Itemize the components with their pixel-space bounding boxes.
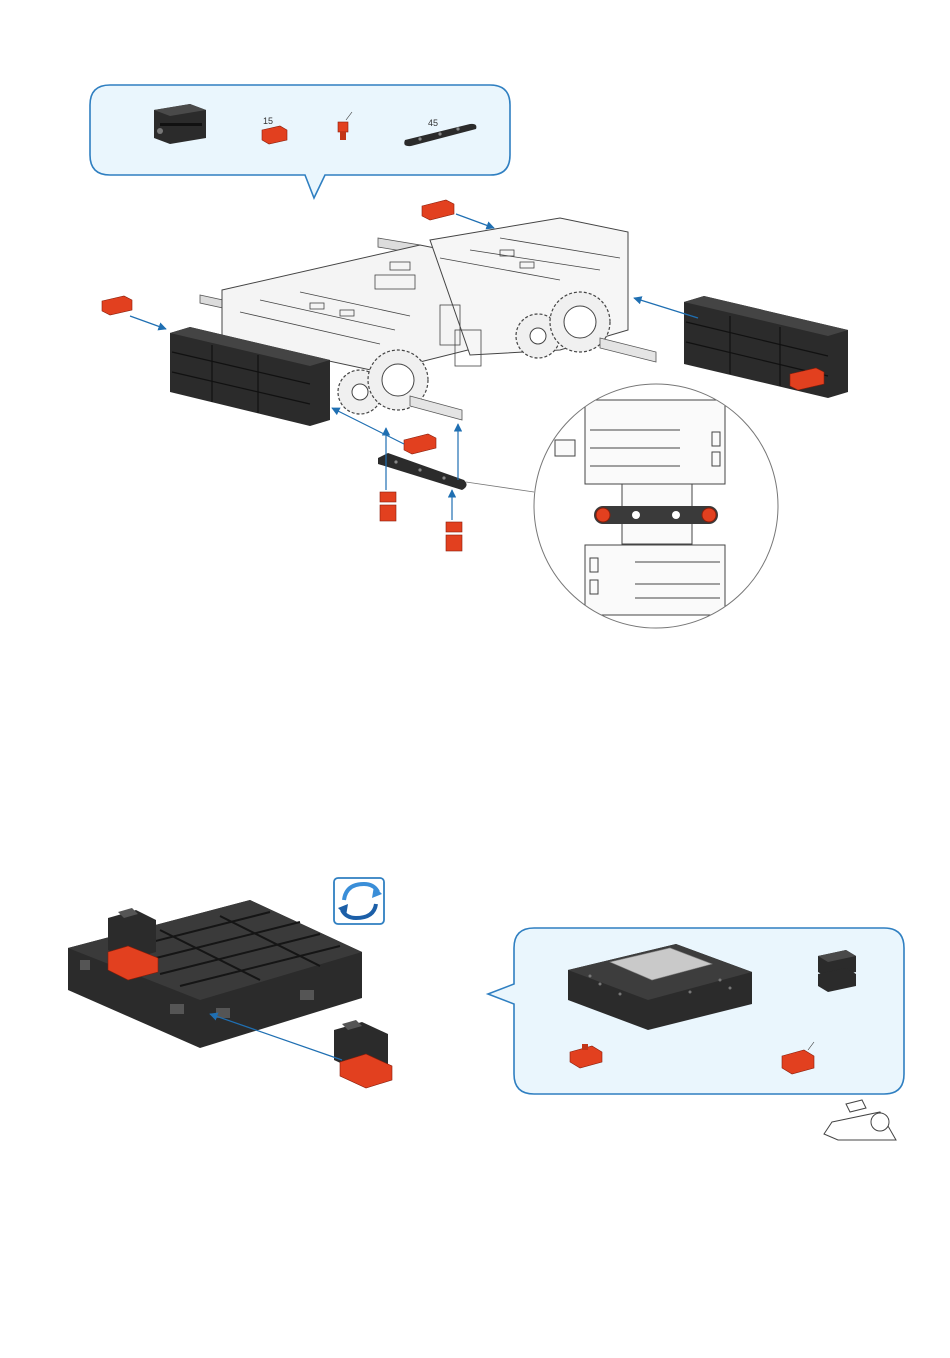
detail-leader-line bbox=[466, 482, 534, 492]
red-block-15-a bbox=[102, 296, 132, 315]
part-label-45: 45 bbox=[428, 118, 438, 128]
red-plug-a bbox=[380, 492, 396, 521]
building-block-30-pair-icon bbox=[818, 950, 856, 992]
part-label-15: 15 bbox=[263, 116, 273, 126]
rotate-arrows-icon bbox=[334, 878, 384, 924]
arrow-center-red bbox=[332, 408, 404, 444]
puzzle-piece-icon bbox=[824, 1100, 896, 1140]
step2-assembly bbox=[68, 900, 392, 1088]
step1-parts-callout: 15 45 bbox=[90, 85, 510, 198]
red-block-15-b bbox=[422, 200, 454, 220]
building-block-30-icon bbox=[154, 104, 206, 144]
step2-parts-callout bbox=[488, 928, 904, 1094]
loose-block bbox=[334, 1020, 392, 1088]
arrow-left-red bbox=[130, 316, 166, 329]
red-plug-b bbox=[446, 522, 462, 551]
arrow-top-red bbox=[456, 214, 494, 228]
detail-magnifier bbox=[534, 384, 778, 628]
red-block-15-c bbox=[404, 434, 436, 454]
mounted-block bbox=[108, 908, 158, 980]
strut-45 bbox=[378, 453, 467, 490]
detail-strut bbox=[594, 506, 718, 524]
black-rail-right bbox=[684, 296, 848, 398]
